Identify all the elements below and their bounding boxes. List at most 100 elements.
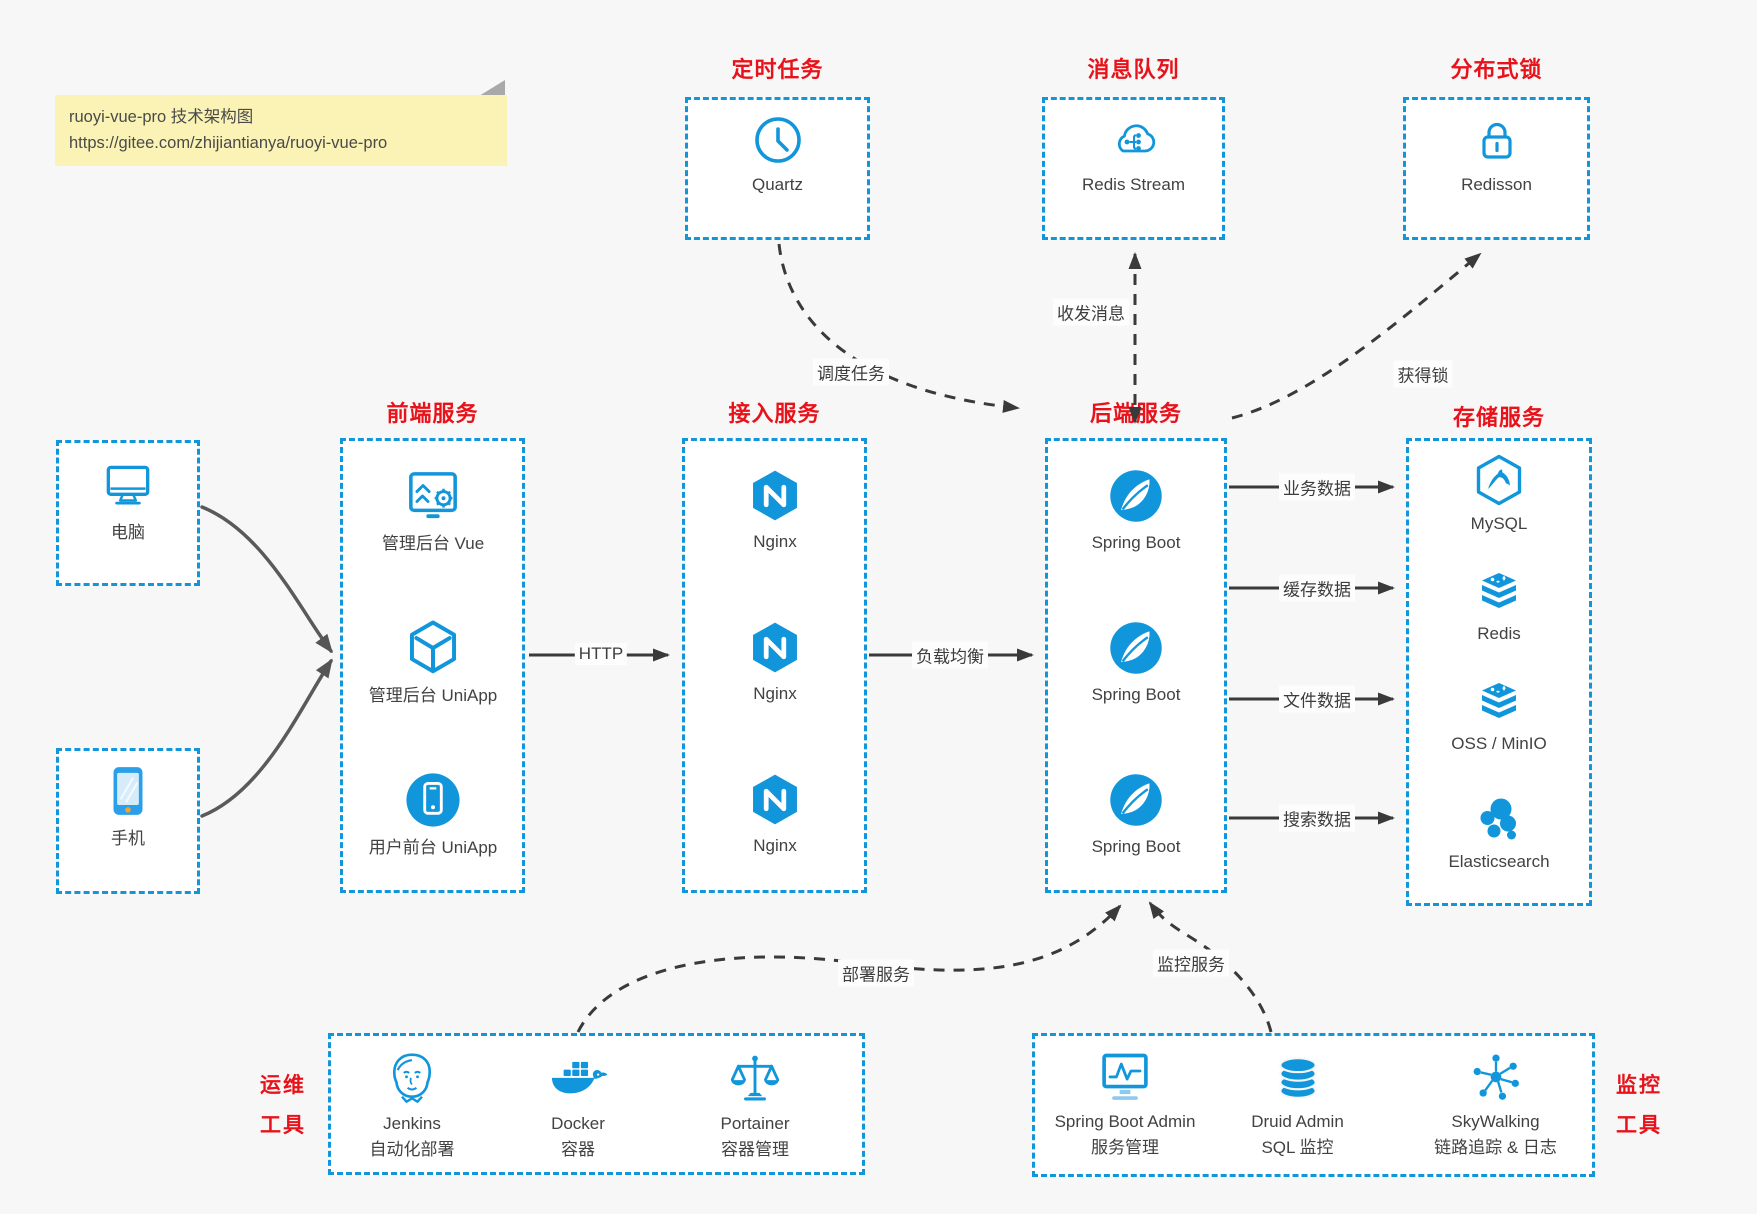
portainer-label: Portainer: [720, 1114, 790, 1133]
frontend-item-user-uniapp: 用户前台 UniApp: [344, 769, 522, 860]
edge-lock: [1231, 252, 1482, 420]
edge-mobile-to-frontend: [200, 658, 333, 818]
uniapp-cube-icon: [402, 617, 464, 679]
druid-sublabel: SQL 监控: [1261, 1137, 1334, 1157]
section-title-frontend: 前端服务: [386, 401, 479, 426]
nginx-icon: [746, 467, 804, 525]
ops-tools-side-label: 运维 工具: [250, 1066, 316, 1146]
docker-icon: [547, 1048, 609, 1110]
monitor-item-sba: Spring Boot Admin 服务管理: [1040, 1048, 1210, 1160]
storage-item-elasticsearch: Elasticsearch: [1409, 790, 1589, 874]
nginx-label: Nginx: [753, 684, 797, 703]
nginx-label: Nginx: [753, 532, 797, 551]
edge-label-schedule: 调度任务: [813, 358, 889, 386]
gateway-item-nginx-1: Nginx: [686, 467, 864, 554]
nginx-label: Nginx: [753, 836, 797, 855]
druid-label: Druid Admin: [1251, 1112, 1344, 1131]
jenkins-icon: [381, 1048, 443, 1110]
jenkins-label: Jenkins: [383, 1114, 441, 1133]
sticky-note: ruoyi-vue-pro 技术架构图 https://gitee.com/zh…: [55, 95, 507, 166]
lock-icon: [1469, 112, 1525, 168]
note-url: https://gitee.com/zhijiantianya/ruoyi-vu…: [69, 134, 388, 153]
gateway-item-nginx-3: Nginx: [686, 771, 864, 858]
ops-item-docker: Docker 容器: [498, 1048, 658, 1162]
spring-boot-label: Spring Boot: [1091, 685, 1181, 704]
frontend-item-label: 管理后台 UniApp: [368, 686, 498, 705]
ops-side-line2: 工具: [260, 1114, 306, 1137]
section-title-message-queue: 消息队列: [1087, 57, 1180, 82]
sba-label: Spring Boot Admin: [1054, 1112, 1196, 1131]
backend-item-spring-2: Spring Boot: [1048, 618, 1224, 707]
edge-label-http: HTTP: [574, 643, 628, 665]
storage-item-oss: OSS / MinIO: [1409, 672, 1589, 756]
edge-label-cache-data: 缓存数据: [1279, 574, 1355, 602]
spring-boot-label: Spring Boot: [1091, 837, 1181, 856]
redisson-box: [1403, 97, 1590, 240]
storage-item-mysql: MySQL: [1409, 452, 1589, 536]
sba-sublabel: 服务管理: [1091, 1137, 1159, 1157]
message-cloud-icon: [1106, 112, 1162, 168]
edge-label-message: 收发消息: [1053, 298, 1129, 326]
redis-stack-icon: [1471, 562, 1527, 618]
admin-vue-icon: [402, 465, 464, 527]
backend-item-spring-3: Spring Boot: [1048, 770, 1224, 859]
skywalking-sublabel: 链路追踪 & 日志: [1434, 1137, 1557, 1157]
redis-stream-item: Redis Stream: [1044, 112, 1223, 197]
redis-label: Redis: [1477, 624, 1521, 643]
elasticsearch-label: Elasticsearch: [1448, 852, 1550, 871]
pc-client-box: [56, 440, 200, 586]
nginx-icon: [746, 771, 804, 829]
redisson-item: Redisson: [1407, 112, 1586, 197]
spring-boot-label: Spring Boot: [1091, 533, 1181, 552]
oss-label: OSS / MinIO: [1451, 734, 1547, 753]
portainer-sublabel: 容器管理: [721, 1139, 789, 1159]
ops-item-jenkins: Jenkins 自动化部署: [332, 1048, 492, 1162]
mysql-icon: [1471, 452, 1527, 508]
ops-side-line1: 运维: [260, 1074, 306, 1097]
monitor-side-line2: 工具: [1616, 1114, 1662, 1137]
jenkins-sublabel: 自动化部署: [369, 1139, 455, 1159]
edge-label-search-data: 搜索数据: [1279, 804, 1355, 832]
redisson-label: Redisson: [1461, 175, 1532, 194]
section-title-scheduled-tasks: 定时任务: [731, 57, 824, 82]
pc-client-item: 电脑: [58, 456, 198, 545]
docker-sublabel: 容器: [561, 1139, 595, 1159]
note-fold-corner: [479, 80, 505, 96]
skywalking-icon: [1466, 1048, 1526, 1108]
ops-item-portainer: Portainer 容器管理: [675, 1048, 835, 1162]
spring-boot-icon: [1106, 618, 1166, 678]
edge-label-monitor: 监控服务: [1153, 949, 1229, 977]
clock-icon: [750, 112, 806, 168]
frontend-item-label: 用户前台 UniApp: [368, 838, 498, 857]
section-title-storage: 存储服务: [1452, 405, 1545, 430]
mobile-client-box: [56, 748, 200, 894]
druid-icon: [1268, 1048, 1328, 1108]
ops-tools-box: [328, 1033, 865, 1175]
quartz-box: [685, 97, 870, 240]
backend-item-spring-1: Spring Boot: [1048, 466, 1224, 555]
frontend-item-admin-vue: 管理后台 Vue: [344, 465, 522, 556]
oss-stack-icon: [1471, 672, 1527, 728]
nginx-icon: [746, 619, 804, 677]
quartz-item: Quartz: [688, 112, 867, 197]
section-title-backend: 后端服务: [1089, 401, 1182, 426]
smartphone-icon: [99, 762, 157, 820]
spring-boot-icon: [1106, 466, 1166, 526]
redis-stream-label: Redis Stream: [1082, 175, 1185, 194]
note-title: ruoyi-vue-pro 技术架构图: [69, 108, 254, 126]
edge-label-deploy: 部署服务: [838, 959, 914, 987]
mobile-client-label: 手机: [111, 829, 145, 848]
storage-item-redis: Redis: [1409, 562, 1589, 646]
docker-label: Docker: [551, 1114, 605, 1133]
mobile-client-item: 手机: [58, 762, 198, 851]
elasticsearch-icon: [1471, 790, 1527, 846]
edge-label-load-balance: 负载均衡: [912, 641, 988, 669]
user-app-icon: [402, 769, 464, 831]
edge-label-lock: 获得锁: [1393, 360, 1453, 388]
monitor-item-druid: Druid Admin SQL 监控: [1215, 1048, 1380, 1160]
desktop-icon: [99, 456, 157, 514]
mysql-label: MySQL: [1470, 514, 1528, 533]
frontend-item-admin-uniapp: 管理后台 UniApp: [344, 617, 522, 708]
monitor-tools-side-label: 监控 工具: [1606, 1066, 1672, 1146]
